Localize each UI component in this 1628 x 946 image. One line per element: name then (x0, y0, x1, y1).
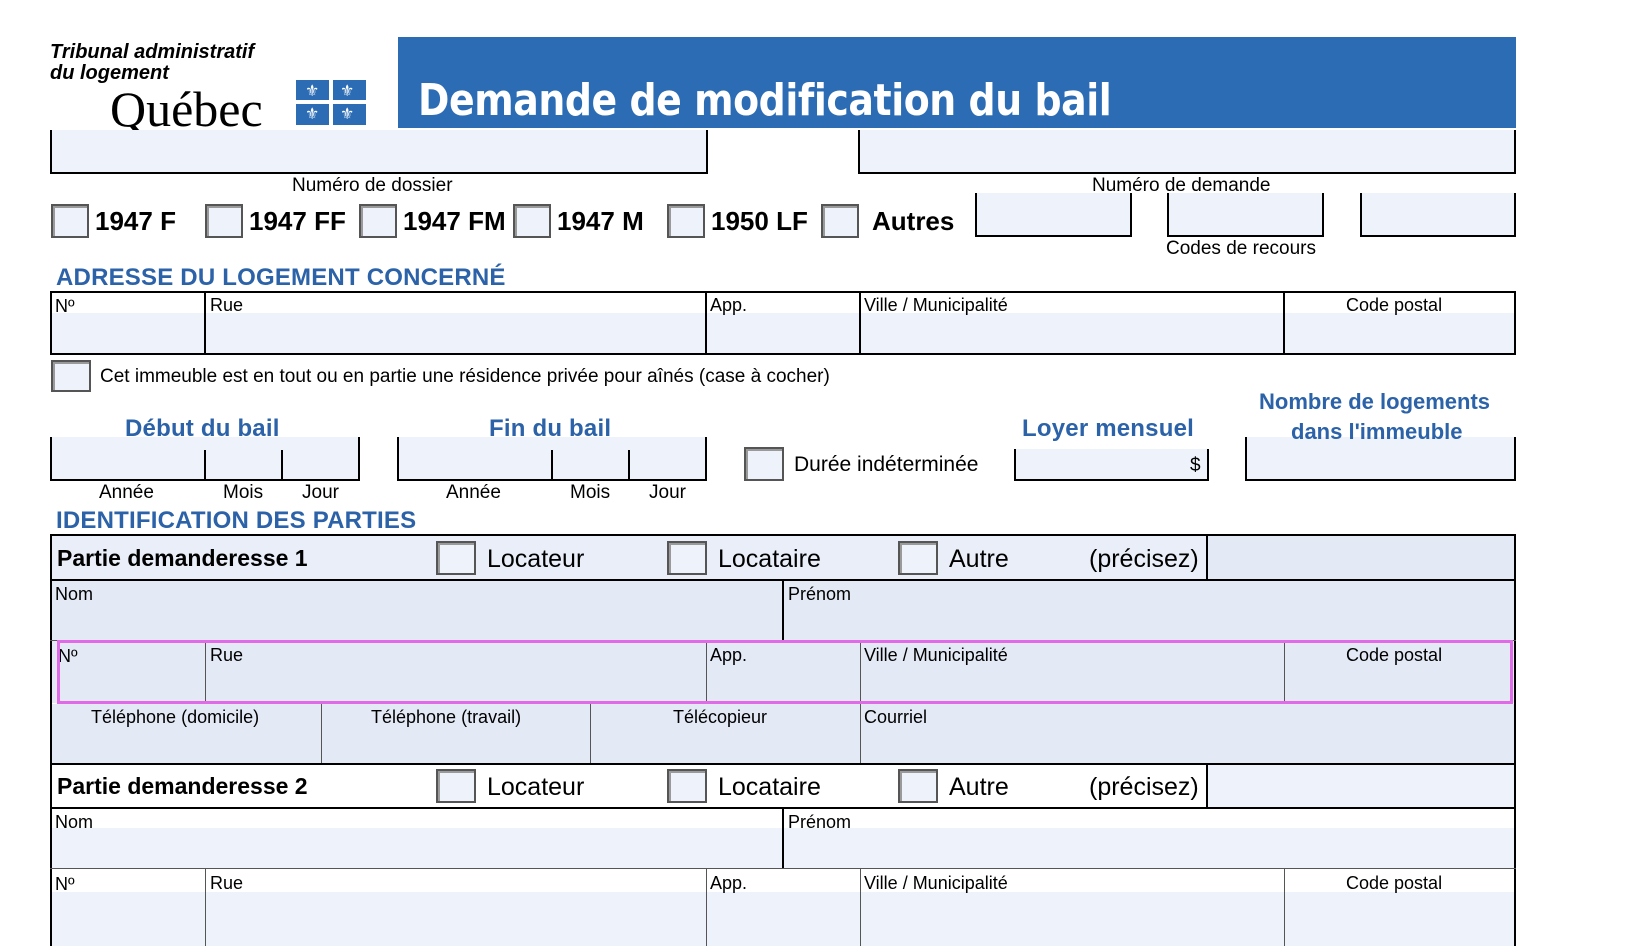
dossier-number-field[interactable] (50, 130, 708, 174)
org-name-line2: du logement (50, 62, 169, 84)
party1-precisez-label: (précisez) (1089, 545, 1199, 573)
checkbox-1947f[interactable] (51, 204, 89, 238)
lease-end-month-label: Mois (570, 482, 611, 503)
party1-locataire-label: Locataire (718, 545, 821, 573)
checkbox-autres[interactable] (821, 204, 859, 238)
indeterminate-duration-label: Durée indéterminée (794, 453, 979, 476)
lease-start-month-label: Mois (223, 482, 264, 503)
checkbox-1947fm[interactable] (359, 204, 397, 238)
code-1950lf-label: 1950 LF (711, 206, 808, 236)
party1-nom-field[interactable]: Nom (55, 584, 94, 604)
recours-code-field-2[interactable] (1167, 193, 1324, 237)
indeterminate-duration-checkbox[interactable] (744, 447, 784, 481)
party1-prenom-field[interactable]: Prénom (788, 584, 852, 604)
nb-units-title-2: dans l'immeuble (1291, 419, 1463, 444)
quebec-logo-text: Québec (110, 81, 263, 137)
party1-locateur-checkbox[interactable] (436, 541, 476, 575)
party2-locataire-label: Locataire (718, 773, 821, 801)
recours-code-field-1[interactable] (975, 193, 1132, 237)
code-1947fm-label: 1947 FM (403, 206, 506, 236)
quebec-flag-icon: ⚜ ⚜ ⚜ ⚜ (296, 80, 366, 125)
address-section-title: ADRESSE DU LOGEMENT CONCERNÉ (56, 264, 506, 291)
lease-start-year-label: Année (99, 482, 154, 503)
party1-locateur-label: Locateur (487, 545, 585, 573)
party2-autre-label: Autre (949, 773, 1009, 801)
rpa-checkbox[interactable] (51, 360, 91, 392)
party1-autre-checkbox[interactable] (898, 541, 938, 575)
party1-email-field[interactable]: Courriel (864, 707, 928, 727)
party2-prenom-field[interactable]: Prénom (788, 812, 852, 832)
lease-end-year-label: Année (446, 482, 501, 503)
party1-autre-label: Autre (949, 545, 1009, 573)
party2-nom-field[interactable]: Nom (55, 812, 94, 832)
address-table (50, 291, 1516, 355)
party2-rue-field[interactable]: Rue (210, 873, 244, 893)
dossier-number-label: Numéro de dossier (292, 175, 453, 196)
party2-postal-field[interactable]: Code postal (1346, 873, 1443, 893)
party2-app-field[interactable]: App. (710, 873, 748, 893)
code-1947ff-label: 1947 FF (249, 206, 346, 236)
party1-locataire-checkbox[interactable] (667, 541, 707, 575)
lease-start-day-label: Jour (302, 482, 339, 503)
party2-locateur-label: Locateur (487, 773, 585, 801)
party2-precisez-label: (précisez) (1089, 773, 1199, 801)
party1-tel-work-field[interactable]: Téléphone (travail) (371, 707, 522, 727)
address-postal-field[interactable]: Code postal (1346, 295, 1443, 315)
checkbox-1950lf[interactable] (667, 204, 705, 238)
code-1947m-label: 1947 M (557, 206, 644, 236)
party1-fax-field[interactable]: Télécopieur (673, 707, 768, 727)
lease-end-day-label: Jour (649, 482, 686, 503)
party1-postal-field[interactable]: Code postal (1346, 645, 1443, 665)
party2-ville-field[interactable]: Ville / Municipalité (864, 873, 1008, 893)
party2-locateur-checkbox[interactable] (436, 769, 476, 803)
parties-section-title: IDENTIFICATION DES PARTIES (56, 507, 417, 534)
org-name-line1: Tribunal administratif (50, 41, 255, 63)
party1-no-field[interactable]: Nº (58, 646, 78, 666)
demande-number-label: Numéro de demande (1092, 175, 1271, 196)
page-title: Demande de modification du bail (418, 75, 1112, 126)
recours-code-field-3[interactable] (1360, 193, 1516, 237)
rpa-checkbox-label: Cet immeuble est en tout ou en partie un… (100, 366, 830, 387)
address-app-field[interactable]: App. (710, 295, 748, 315)
codes-recours-label: Codes de recours (1166, 238, 1316, 259)
parties-table (50, 534, 1516, 946)
monthly-rent-field[interactable] (1014, 449, 1209, 481)
party1-title: Partie demanderesse 1 (57, 545, 308, 571)
code-autres-label: Autres (872, 206, 955, 236)
demande-number-field[interactable] (858, 130, 1516, 174)
party1-precisez-field[interactable] (1208, 536, 1514, 580)
party2-no-field[interactable]: Nº (55, 874, 75, 894)
party1-ville-field[interactable]: Ville / Municipalité (864, 645, 1008, 665)
checkbox-1947ff[interactable] (205, 204, 243, 238)
dollar-sign: $ (1190, 455, 1201, 476)
party1-app-field[interactable]: App. (710, 645, 748, 665)
focus-highlight (57, 640, 1513, 704)
checkbox-1947m[interactable] (513, 204, 551, 238)
address-rue-field[interactable]: Rue (210, 295, 244, 315)
nb-units-title-1: Nombre de logements (1259, 389, 1491, 414)
party2-precisez-field[interactable] (1208, 765, 1514, 808)
address-no-field[interactable]: Nº (55, 296, 75, 316)
party2-title: Partie demanderesse 2 (57, 773, 308, 799)
party1-rue-field[interactable]: Rue (210, 645, 244, 665)
party2-autre-checkbox[interactable] (898, 769, 938, 803)
title-banner: Demande de modification du bail (398, 37, 1516, 128)
party2-locataire-checkbox[interactable] (667, 769, 707, 803)
address-ville-field[interactable]: Ville / Municipalité (864, 295, 1008, 315)
monthly-rent-title: Loyer mensuel (1022, 415, 1194, 442)
party1-tel-home-field[interactable]: Téléphone (domicile) (91, 707, 260, 727)
nb-units-field[interactable] (1245, 437, 1516, 481)
code-1947f-label: 1947 F (95, 206, 176, 236)
